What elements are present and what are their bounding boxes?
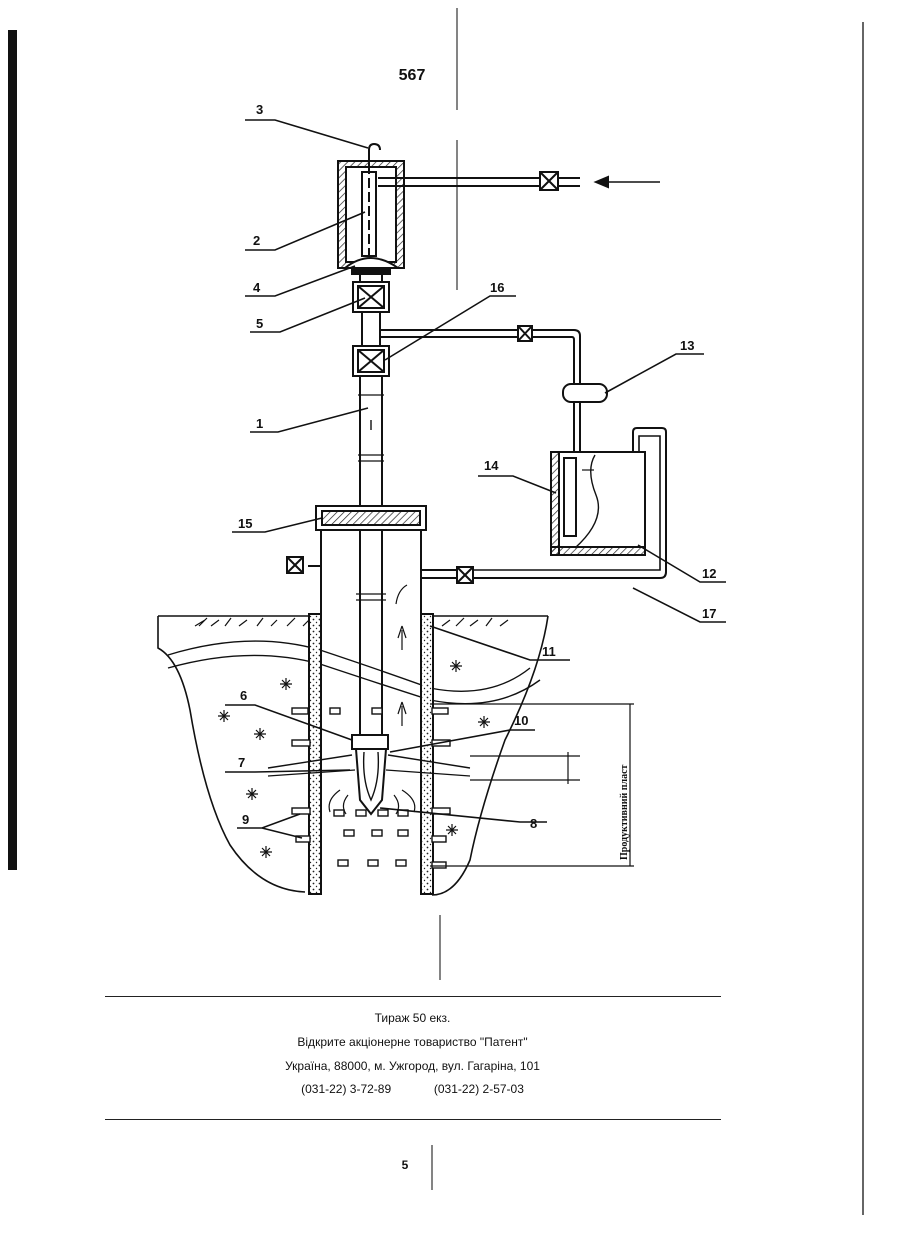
callout-8: 8 — [530, 816, 537, 831]
callout-7: 7 — [238, 755, 245, 770]
footer-rule-bottom — [105, 1119, 721, 1120]
footer-company: Відкрите акціонерне товариство "Патент" — [105, 1035, 720, 1049]
callout-15: 15 — [238, 516, 252, 531]
callout-14: 14 — [484, 458, 499, 473]
well-and-formation — [158, 530, 634, 895]
callout-4: 4 — [253, 280, 261, 295]
callout-17: 17 — [702, 606, 716, 621]
callout-6: 6 — [240, 688, 247, 703]
scan-artifacts — [8, 8, 863, 1215]
page-number-bottom: 5 — [355, 1158, 455, 1172]
formation-label: Продуктивний пласт — [619, 764, 630, 860]
callout-13: 13 — [680, 338, 694, 353]
footer-address: Україна, 88000, м. Ужгород, вул. Гагарін… — [105, 1059, 720, 1073]
callout-11: 11 — [542, 644, 556, 659]
callout-1: 1 — [256, 416, 263, 431]
callout-9: 9 — [242, 812, 249, 827]
footer-circulation: Тираж 50 екз. — [105, 1011, 720, 1025]
callout-12: 12 — [702, 566, 716, 581]
footer-rule-top — [105, 996, 721, 997]
callout-3: 3 — [256, 102, 263, 117]
callout-2: 2 — [253, 233, 260, 248]
footer-phone-2: (031-22) 2-57-03 — [434, 1082, 524, 1096]
footer-phone-1: (031-22) 3-72-89 — [301, 1082, 391, 1096]
callout-leaders — [225, 120, 726, 838]
callout-5: 5 — [256, 316, 263, 331]
callout-16: 16 — [490, 280, 504, 295]
wellhead-equipment — [287, 144, 666, 614]
page-number-top: 567 — [399, 67, 426, 84]
footer-phones: (031-22) 3-72-89 (031-22) 2-57-03 — [105, 1082, 720, 1096]
callout-10: 10 — [514, 713, 528, 728]
